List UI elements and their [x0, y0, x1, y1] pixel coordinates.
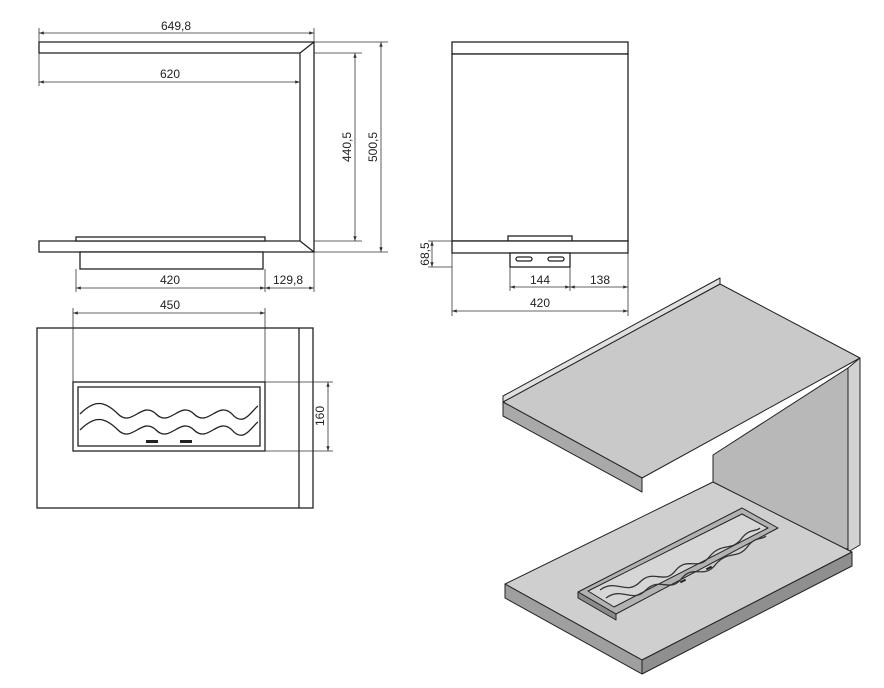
front-burner-body [79, 251, 264, 270]
dim-inner-width: 620 [160, 67, 180, 81]
fireplace-isometric-render [502, 277, 861, 675]
dim-overall-height: 500,5 [366, 132, 380, 162]
top-view: 450 160 [36, 298, 333, 509]
dim-side-offset: 129,8 [273, 273, 303, 287]
dim-inner-height: 440,5 [340, 132, 354, 162]
iso-slot-left [679, 578, 687, 584]
side-bracket-slot-right [547, 256, 565, 262]
side-burner-top [507, 235, 573, 242]
iso-burner-inner [587, 513, 769, 608]
top-slot-left [146, 440, 158, 443]
iso-flame-channel-2 [605, 535, 767, 599]
dim-overall-width: 649,8 [161, 19, 191, 33]
top-burner-inner [77, 386, 261, 447]
dim-outer-width: 450 [160, 298, 180, 312]
side-view: 68,5 144 138 420 [418, 41, 629, 316]
iso-shelf-front [502, 401, 643, 493]
iso-base-side [641, 551, 853, 675]
iso-slot-right [705, 565, 713, 571]
front-view: 649,8 620 440,5 500,5 420 129,8 [38, 19, 388, 292]
iso-flame-channel [599, 527, 761, 591]
top-slot-right [180, 440, 192, 443]
side-bracket [509, 252, 571, 268]
dim-burner-depth: 160 [313, 406, 327, 426]
front-burner-top [75, 236, 266, 242]
iso-wall-edge [847, 357, 861, 553]
dim-bracket-height: 68,5 [418, 242, 432, 266]
side-top-plate [451, 41, 629, 55]
dim-right-offset: 138 [590, 273, 610, 287]
side-base-plate [451, 240, 629, 254]
side-bracket-slot-left [515, 256, 533, 262]
dim-depth: 420 [530, 296, 550, 310]
iso-shelf-back-lip [502, 277, 721, 403]
side-wall [451, 53, 629, 242]
front-top-shelf [38, 41, 315, 253]
dim-burner-width: 420 [160, 273, 180, 287]
top-wave-upper [79, 402, 259, 420]
iso-burner-front [577, 591, 617, 621]
dim-bracket-width: 144 [530, 273, 550, 287]
top-wave-lower [79, 418, 259, 436]
